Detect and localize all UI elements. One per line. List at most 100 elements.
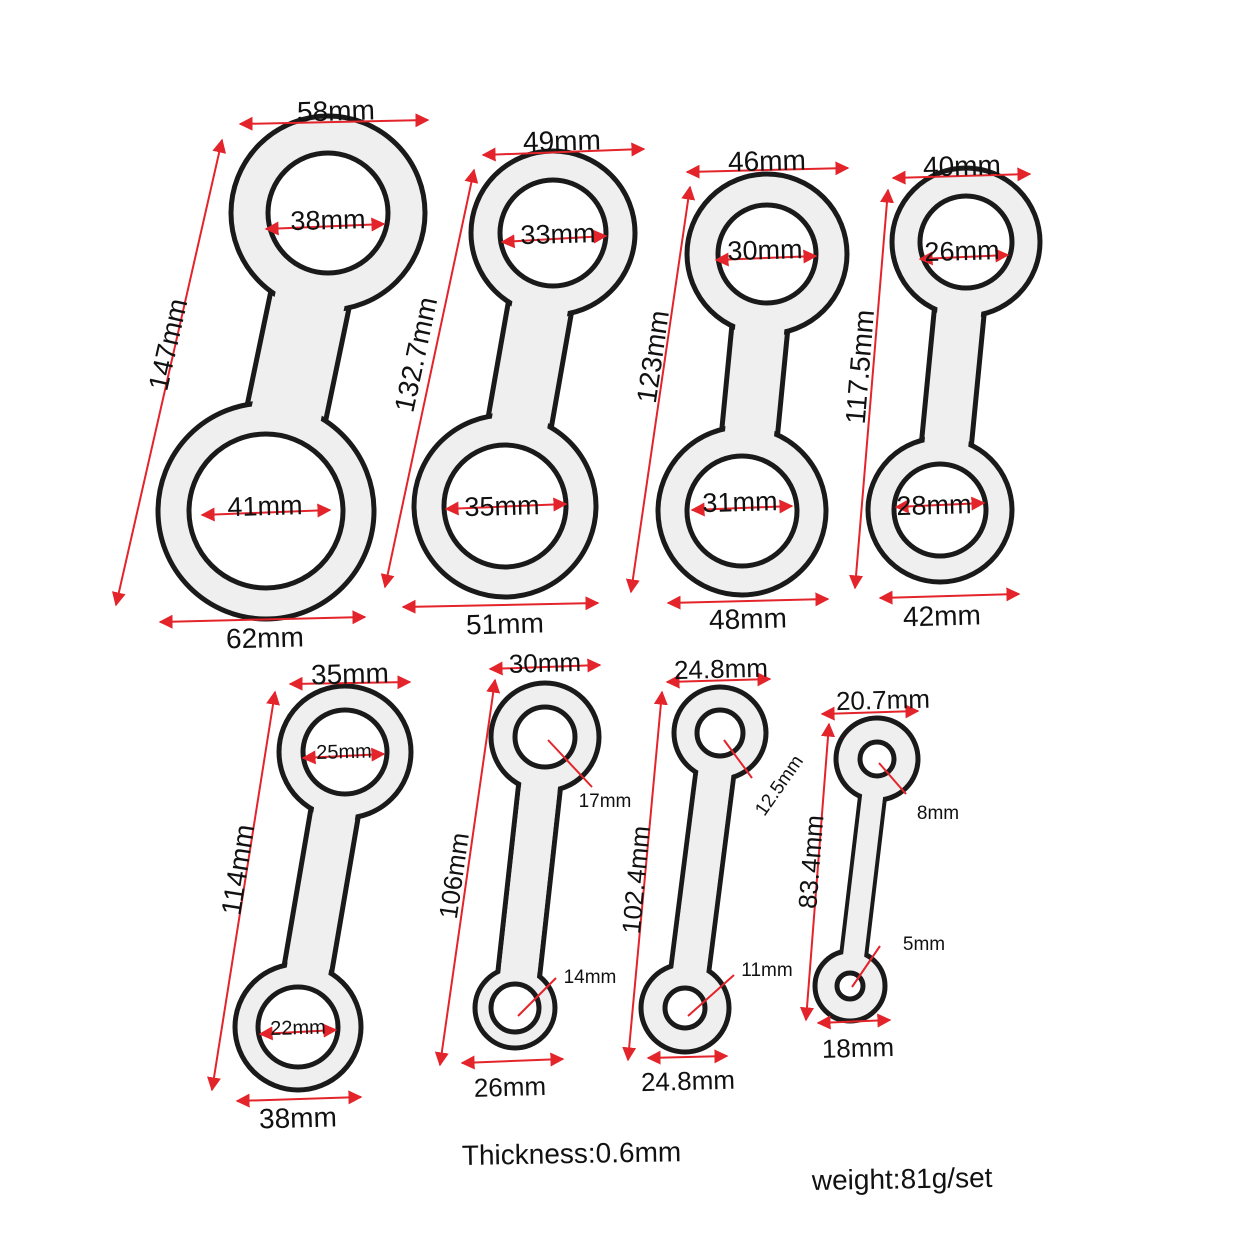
top-hole-label: 12.5mm <box>751 752 808 820</box>
length-line <box>207 690 280 1092</box>
bottom-hole-leader <box>517 977 557 1017</box>
bottom-width-line <box>666 592 830 610</box>
bottom-width-line <box>158 610 367 629</box>
length-line <box>625 185 696 594</box>
bottom-hole-label: 22mm <box>270 1017 326 1040</box>
length-line <box>622 690 668 1062</box>
top-hole-line <box>918 248 1010 266</box>
top-width-label: 30mm <box>508 647 581 679</box>
top-hole-line <box>264 217 386 236</box>
bottom-hole-label: 11mm <box>741 960 792 981</box>
top-width-line <box>288 675 412 691</box>
top-hole-leader <box>723 739 753 779</box>
length-line <box>380 168 479 589</box>
bracket-part-4 <box>865 165 1043 585</box>
top-hole-label: 30mm <box>727 234 803 266</box>
length-label: 106mm <box>433 831 475 921</box>
bottom-width-label: 42mm <box>903 599 982 632</box>
length-line <box>849 188 894 590</box>
top-width-label: 20.7mm <box>836 684 931 716</box>
bottom-width-label: 48mm <box>709 602 788 635</box>
top-width-line <box>481 142 646 162</box>
length-line <box>434 678 501 1067</box>
top-width-line <box>665 672 772 689</box>
top-hole-label: 33mm <box>520 218 596 250</box>
bracket-bar-fill <box>668 730 737 1011</box>
bottom-hole-label: 41mm <box>227 490 303 522</box>
top-width-label: 24.8mm <box>674 653 769 685</box>
top-width-label: 58mm <box>297 94 376 127</box>
bracket-part-1 <box>155 113 428 622</box>
weight-note: weight:81g/set <box>811 1162 993 1196</box>
length-label: 102.4mm <box>616 824 656 935</box>
bracket-top-hole <box>857 739 897 779</box>
bracket-top-hole <box>694 707 746 759</box>
top-width-label: 35mm <box>311 657 390 690</box>
bracket-bar-fill <box>477 228 581 511</box>
bracket-bar-fill <box>918 239 988 513</box>
top-width-line <box>820 704 920 721</box>
top-hole-line <box>714 249 818 267</box>
top-hole-line <box>500 229 608 249</box>
bottom-width-label: 62mm <box>226 621 305 654</box>
bracket-part-3 <box>655 171 850 598</box>
bottom-width-label: 38mm <box>259 1101 338 1134</box>
top-width-line <box>238 113 430 131</box>
length-line <box>111 138 227 607</box>
bracket-part-6 <box>472 680 602 1051</box>
bottom-hole-line <box>690 499 794 517</box>
bottom-hole-line <box>444 497 568 516</box>
bottom-width-line <box>460 1052 565 1070</box>
bottom-hole-label: 14mm <box>564 967 617 988</box>
bracket-part-2 <box>411 148 638 600</box>
length-label: 114mm <box>215 822 260 917</box>
bracket-bar-fill <box>717 251 792 514</box>
bottom-hole-label: 31mm <box>702 486 778 518</box>
top-width-label: 40mm <box>923 149 1002 182</box>
top-hole-label: 17mm <box>579 791 632 812</box>
bottom-hole-label: 35mm <box>464 490 540 522</box>
bottom-hole-label: 5mm <box>903 934 945 955</box>
top-width-line <box>685 161 850 179</box>
bottom-width-line <box>401 596 600 614</box>
bracket-bottom-hole <box>662 985 708 1031</box>
bottom-width-line <box>878 587 1021 605</box>
bottom-hole-line <box>258 1023 338 1041</box>
top-hole-label: 38mm <box>290 204 366 236</box>
top-width-label: 49mm <box>523 124 602 157</box>
bracket-part-7 <box>638 684 769 1055</box>
length-label: 147mm <box>142 296 193 394</box>
bracket-bar-fill <box>277 748 366 1031</box>
bottom-hole-leader <box>687 974 735 1017</box>
bottom-width-label: 51mm <box>466 607 545 640</box>
top-hole-label: 25mm <box>316 741 372 764</box>
bracket-part-8 <box>812 715 921 1024</box>
length-label: 117.5mm <box>840 308 880 425</box>
top-width-line <box>891 167 1032 185</box>
length-label: 123mm <box>631 308 675 405</box>
top-hole-line <box>301 747 386 765</box>
bottom-width-line <box>646 1049 729 1065</box>
bracket-bottom-hole <box>488 981 542 1035</box>
bottom-width-label: 26mm <box>473 1071 546 1103</box>
bottom-hole-leader <box>851 945 881 988</box>
top-width-label: 46mm <box>728 144 807 177</box>
top-hole-leader <box>878 762 907 795</box>
bottom-hole-line <box>200 503 332 522</box>
length-label: 83.4mm <box>792 814 829 910</box>
top-hole-label: 26mm <box>924 235 1000 267</box>
thickness-note: Thickness:0.6mm <box>462 1136 682 1171</box>
top-hole-label: 8mm <box>917 803 959 824</box>
bottom-width-line <box>235 1090 363 1108</box>
bracket-bar-fill <box>496 734 564 1011</box>
bottom-width-label: 18mm <box>821 1032 894 1064</box>
top-width-line <box>488 658 602 676</box>
bottom-width-line <box>816 1013 892 1030</box>
top-hole-leader <box>547 739 593 788</box>
bracket-bar-fill <box>839 757 888 988</box>
length-line <box>799 722 836 1022</box>
bottom-width-label: 24.8mm <box>641 1065 736 1097</box>
bottom-hole-label: 28mm <box>896 489 972 521</box>
